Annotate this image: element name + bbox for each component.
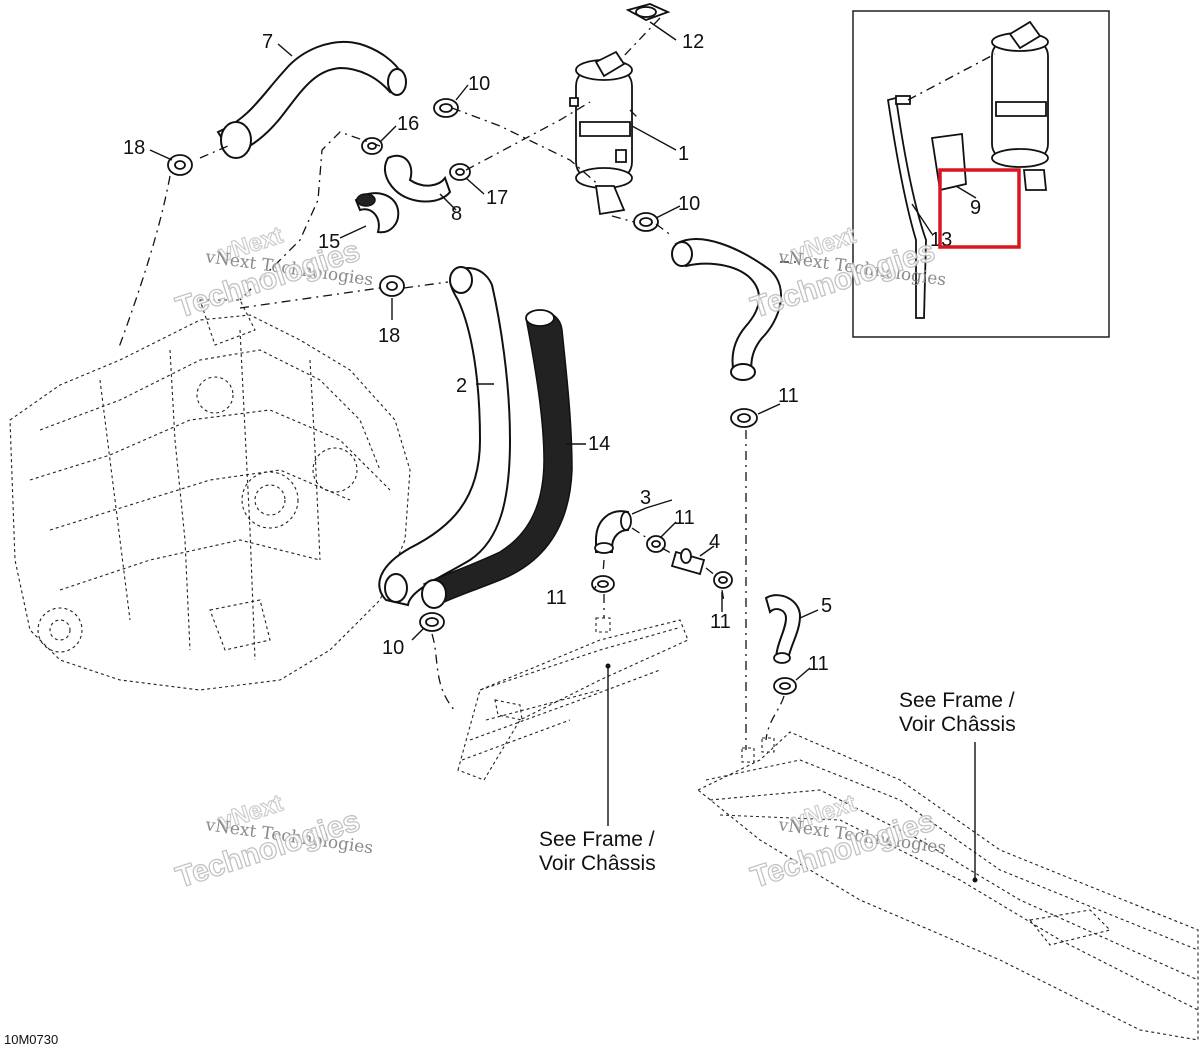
- callout-16: 16: [397, 113, 419, 135]
- callout-18-top: 18: [123, 137, 145, 159]
- callout-11-c: 11: [710, 611, 731, 633]
- clamp-11-c: [713, 571, 733, 589]
- reservoir-cap-12: [625, 3, 671, 21]
- clamp-11-right: [730, 408, 758, 428]
- callout-3: 3: [640, 487, 651, 509]
- callout-18-mid: 18: [378, 325, 400, 347]
- callout-10-top: 10: [468, 73, 490, 95]
- callout-10-bottom: 10: [382, 637, 404, 659]
- hose-reservoir-outlet: [671, 238, 783, 381]
- hose-2: [378, 266, 512, 607]
- watermark-1: vNext vNext Technologies Technologies: [171, 221, 374, 325]
- svg-text:Voir Châssis: Voir Châssis: [539, 852, 656, 875]
- hose-7: [216, 40, 407, 159]
- callout-15: 15: [318, 231, 340, 253]
- clamp-11-d: [773, 677, 797, 695]
- callout-labels: 12 7 10 16 18 1 17 8 15 10 18 2 14 11 3 …: [123, 31, 981, 675]
- elbow-3: [594, 510, 632, 554]
- clamp-10-bottom: [419, 612, 445, 632]
- clamp-10-mid: [633, 212, 659, 232]
- clamp-18-top: [167, 154, 193, 176]
- svg-text:See Frame /: See Frame /: [539, 828, 655, 851]
- callout-11-a: 11: [674, 507, 695, 529]
- coolant-reservoir-1: [569, 50, 633, 216]
- callout-4: 4: [709, 531, 720, 553]
- clamp-18-mid: [379, 275, 405, 297]
- see-frame-note-center: See Frame / Voir Châssis: [539, 828, 656, 875]
- engine-drawing: [9, 299, 411, 691]
- highlight-box-part-9: [938, 168, 1021, 249]
- callout-8: 8: [451, 203, 462, 225]
- callout-1: 1: [678, 143, 689, 165]
- leader-lines: [149, 21, 978, 883]
- callout-5: 5: [821, 595, 832, 617]
- assembly-paths: [117, 17, 800, 750]
- callout-9: 9: [970, 197, 981, 219]
- watermark-3: vNext vNext Technologies Technologies: [171, 789, 374, 895]
- heat-exchanger-frame: [457, 617, 689, 781]
- tunnel-frame: [696, 731, 1199, 1041]
- callout-7: 7: [262, 31, 273, 53]
- clamp-16: [361, 137, 383, 155]
- svg-text:Voir Châssis: Voir Châssis: [899, 713, 1016, 736]
- clamp-17: [449, 163, 471, 181]
- detail-inset: [852, 10, 1110, 338]
- clamp-11-a: [646, 535, 666, 553]
- hose-14: [421, 309, 573, 609]
- clamp-10-top: [433, 98, 459, 118]
- fitting-4: [670, 548, 706, 576]
- hose-5: [764, 594, 802, 664]
- callout-12: 12: [682, 31, 704, 53]
- hose-15: [354, 192, 400, 234]
- callout-2: 2: [456, 375, 467, 397]
- hose-8: [383, 154, 452, 203]
- callout-11-right: 11: [778, 385, 799, 407]
- callout-11-b: 11: [546, 587, 567, 609]
- watermark-4: vNext vNext Technologies Technologies: [746, 789, 947, 895]
- figure-id: 10M0730: [4, 1032, 58, 1047]
- see-frame-note-right: See Frame / Voir Châssis: [899, 689, 1016, 736]
- callout-10-mid: 10: [678, 193, 700, 215]
- svg-text:See Frame /: See Frame /: [899, 689, 1015, 712]
- callout-14: 14: [588, 433, 610, 455]
- clamp-11-b: [591, 575, 615, 593]
- callout-17: 17: [486, 187, 508, 209]
- callout-11-d: 11: [808, 653, 829, 675]
